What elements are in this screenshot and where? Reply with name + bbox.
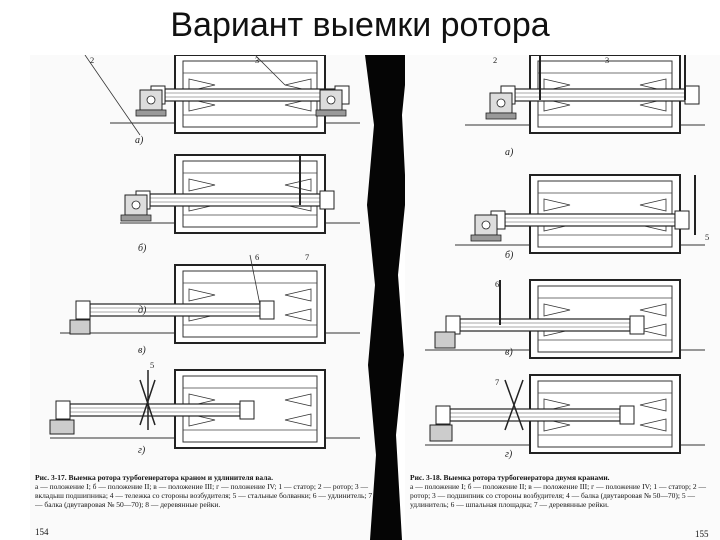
figure-c-left xyxy=(60,254,360,344)
left-caption-title: Рис. 3-17. Выемка ротора турбогенератора… xyxy=(35,473,274,482)
left-caption: Рис. 3-17. Выемка ротора турбогенератора… xyxy=(35,473,373,509)
callout-left-7: 7 xyxy=(305,252,309,262)
callout-left-6: 6 xyxy=(255,252,259,262)
right-page: а) б) в) г) 2 3 5 6 7 Рис. 3-18. Выемка … xyxy=(405,55,720,540)
callout-right-6: 6 xyxy=(495,279,499,289)
callout-right-5: 5 xyxy=(705,232,709,242)
figure-b-left xyxy=(120,154,360,234)
figure-a-left xyxy=(84,55,360,136)
fig-label-right-a: а) xyxy=(505,147,514,158)
fig-label-right-d: г) xyxy=(505,449,513,460)
callout-left-5: 5 xyxy=(150,360,154,370)
slide-title: Вариант выемки ротора xyxy=(170,6,550,44)
left-page-number: 154 xyxy=(35,527,49,537)
book-spine-shadow xyxy=(365,55,408,540)
callout-right-7: 7 xyxy=(495,377,499,387)
fig-label-left-e: д) xyxy=(138,305,147,316)
fig-label-left-d: г) xyxy=(138,445,146,456)
figure-d-left xyxy=(49,369,360,449)
fig-label-left-b: б) xyxy=(138,243,147,254)
figure-d-right xyxy=(425,374,705,454)
scanned-book-spread: а) б) в) г) д) 2 3 6 7 5 Рис. 3-17. Выем… xyxy=(30,55,720,540)
right-caption: Рис. 3-18. Выемка ротора турбогенератора… xyxy=(410,473,706,509)
callout-right-3: 3 xyxy=(605,55,609,65)
fig-label-right-c: в) xyxy=(505,347,513,358)
callout-left-2: 2 xyxy=(90,55,94,65)
left-page: а) б) в) г) д) 2 3 6 7 5 Рис. 3-17. Выем… xyxy=(30,55,380,540)
right-caption-body: а — положение I; б — положение II; в — п… xyxy=(410,482,706,509)
fig-label-right-b: б) xyxy=(505,250,514,261)
fig-label-left-a: а) xyxy=(135,135,144,146)
figure-a-right xyxy=(465,55,705,134)
left-caption-body: а — положение I; б — положение II; в — п… xyxy=(35,482,373,509)
figure-b-right xyxy=(455,174,705,254)
right-page-number: 155 xyxy=(695,529,709,539)
callout-right-2: 2 xyxy=(493,55,497,65)
callout-left-3: 3 xyxy=(255,55,259,65)
figure-c-right xyxy=(425,279,705,359)
fig-label-left-c: в) xyxy=(138,345,146,356)
right-caption-title: Рис. 3-18. Выемка ротора турбогенератора… xyxy=(410,473,610,482)
